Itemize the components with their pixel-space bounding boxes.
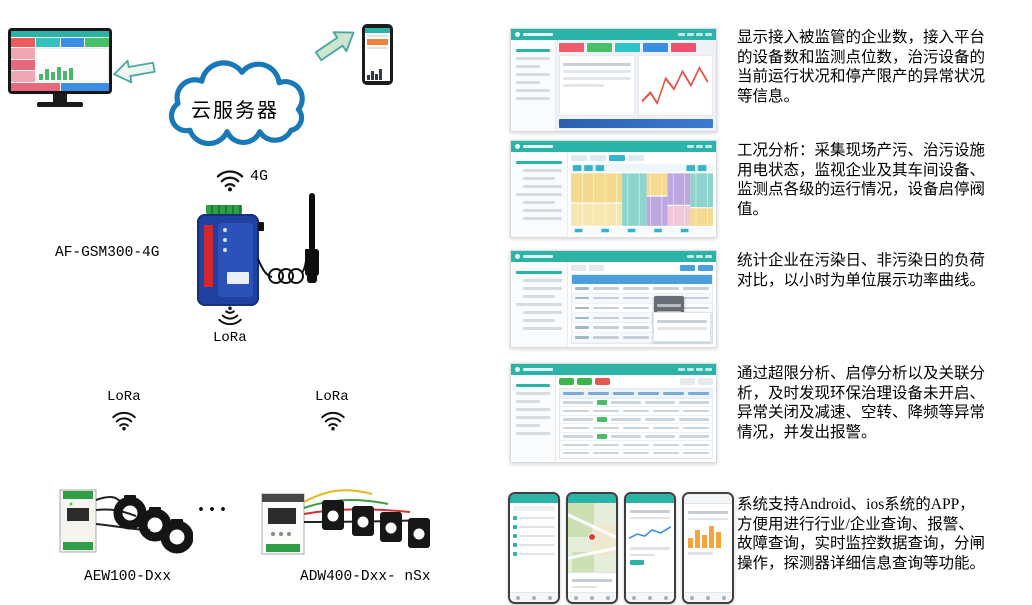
orange-bar-chart [688,524,728,548]
gantt-toolbar [571,155,713,161]
cloud-server-label: 云服务器 [191,100,279,122]
table-content [568,262,716,347]
overview-content [556,40,716,131]
alarm-filter-toolbar [559,378,713,385]
status-gantt-chart [571,164,713,234]
phone-map-view [568,503,616,592]
phone-app-header [510,494,558,503]
overview-footer-bar [559,119,713,128]
table-toolbar [571,265,713,271]
phone-screenshot-stats [682,492,734,604]
app-sidebar [511,375,556,462]
preview-stat-tiles [11,38,109,47]
screenshot-platform-overview [510,28,717,132]
feature-description-condition: 工况分析：采集现场产污、治污设施用电状态，监视企业及其车间设备、监测点各级的运行… [737,142,986,218]
app-header-bar [511,251,716,262]
wifi-4g-icon [216,170,244,192]
monitor-frame [8,28,112,94]
meter-aew100-label: AEW100-Dxx [84,569,172,585]
feature-description-load: 统计企业在污染日、非污染日的负荷对比，以小时为单位展示功率曲线。 [737,252,986,289]
antenna-rod [309,193,315,251]
arrow-to-phone-icon [314,31,355,62]
wifi-lora-gateway-icon [218,306,242,326]
monitor-base [37,102,83,107]
phone-bottom-nav [626,592,674,602]
alarm-table [559,388,713,459]
phone-app-preview [365,28,390,81]
meter-adw400-device [261,489,430,555]
lora-gateway-label: LoRa [213,330,247,346]
cloud-server-icon [168,60,305,147]
screenshot-condition-analysis [510,140,717,238]
mobile-phone [362,24,393,85]
app-sidebar [511,40,556,131]
gateway-model-label: AF-GSM300-4G [55,245,160,261]
wifi-lora-left-icon [112,411,136,431]
popover-card [653,312,711,342]
device-tree-sidebar [511,152,568,237]
table-header [572,275,712,284]
phone-app-header [626,494,674,503]
app-phone-screenshots [508,492,734,604]
feature-description-overview: 显示接入被监管的企业数，接入平台的设备数和监测点位数，治污设备的当前运行状况和停… [737,29,986,105]
phone-bottom-nav [510,592,558,602]
phone-stats-view [684,504,732,592]
feature-description-app: 系统支持Android、ios系统的APP，方便用进行行业/企业查询、报警、故障… [737,496,986,572]
stats-panel [559,55,635,116]
arrow-to-monitor-icon [113,59,156,84]
phone-screenshot-map [566,492,618,604]
stat-chips [559,43,713,52]
preview-header-bar [11,31,109,37]
monitor-stand [53,94,67,102]
antenna-tip [307,276,317,283]
gateway-red-stripe [204,225,213,287]
gateway-device [197,205,264,306]
feature-description-alarm: 通过超限分析、启停分析以及关联分析，及时发现环保治理设备未开启、异常关闭及减速、… [737,365,986,441]
enterprise-tree-sidebar [511,262,568,347]
gateway-body [197,214,264,306]
wifi-lora-right-icon [321,411,345,431]
app-header-bar [511,364,716,375]
screenshot-alarm-list [510,363,717,463]
screenshot-load-comparison [510,250,717,348]
lora-right-label: LoRa [315,389,349,405]
trend-chart-panel [637,55,713,116]
phone-enterprise-list [510,516,558,556]
monitor-dashboard-preview [11,31,109,91]
gantt-content [568,152,716,237]
meter-adw400-label: ADW400-Dxx- nSx [300,569,431,585]
meter-aew100-device [59,489,193,554]
ellipsis-more-devices: ··· [197,497,231,523]
phone-app-header [684,494,732,504]
desktop-monitor [8,28,112,107]
link-4g-label: 4G [250,168,269,185]
app-header-bar [511,141,716,152]
alarm-content [556,375,716,462]
preview-footer-tiles [11,83,109,91]
preview-charts [11,48,109,83]
phone-screenshot-monitor [624,492,676,604]
phone-monitor-view [626,503,674,592]
antenna-cable [257,248,308,284]
alarm-table-header [559,388,713,398]
phone-app-header [568,494,616,503]
map-pin-icon [588,533,596,541]
phone-screenshot-list [508,492,560,604]
antenna-base [305,249,319,276]
lora-left-label: LoRa [107,389,141,405]
phone-bottom-nav [568,592,616,602]
gateway-terminal-block [206,205,242,214]
phone-bottom-nav [684,592,732,602]
app-header-bar [511,29,716,40]
